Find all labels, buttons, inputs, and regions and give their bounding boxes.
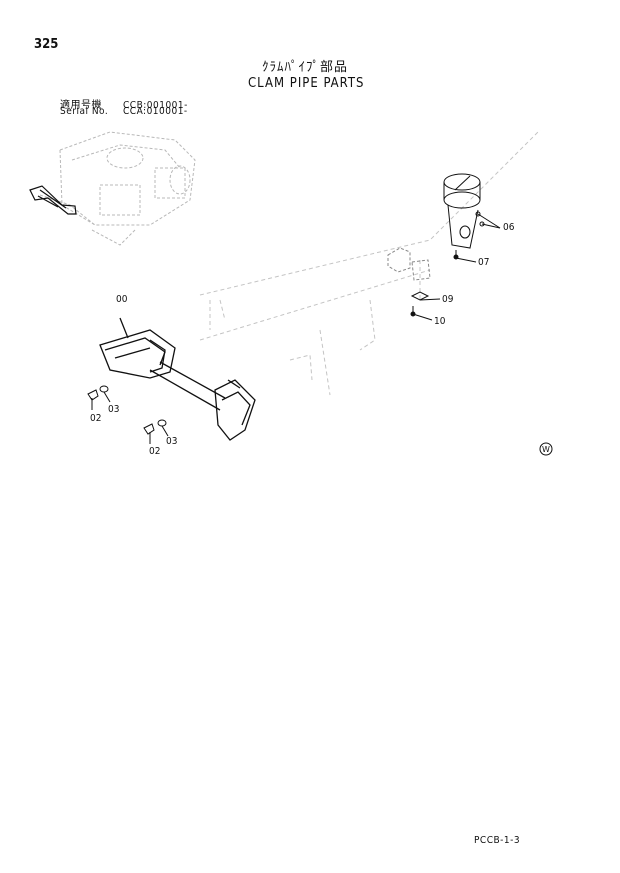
- machine-overview-ghost: [39, 131, 196, 246]
- callout-02: 02: [90, 413, 102, 424]
- w-mark: W: [539, 442, 553, 456]
- frame-ghost: [199, 129, 541, 396]
- callout-09: 09: [442, 294, 454, 305]
- w-mark-label: W: [542, 445, 550, 454]
- serial-label: 適用号機: [60, 100, 102, 111]
- rotary-joint: [443, 173, 501, 263]
- callout-10: 10: [434, 316, 446, 327]
- callout-02: 02: [149, 446, 161, 457]
- clam-pipe-part: [99, 317, 256, 441]
- footer-code: PCCB-1-3: [474, 835, 521, 846]
- serial-label: Serial No.: [60, 106, 109, 117]
- serial-value: CCB:001001-: [123, 100, 188, 111]
- callout-03: 03: [166, 436, 178, 447]
- callout-06: 06: [503, 222, 515, 233]
- bolt-washer-right: [143, 419, 169, 444]
- callout-03: 03: [108, 404, 120, 415]
- serial-row: Serial No. CCA:010001-: [60, 106, 188, 117]
- page-title-japanese: ｸﾗﾑﾊﾟｲﾌﾟ部品: [262, 60, 349, 75]
- page-title: CLAM PIPE PARTS: [248, 76, 365, 91]
- bracket-assembly: [387, 247, 441, 321]
- highlighted-clam-pipe-small: [29, 185, 77, 215]
- bolt-washer-left: [87, 385, 111, 410]
- callout-07: 07: [478, 257, 490, 268]
- callout-00: 00: [116, 294, 128, 305]
- serial-value: CCA:010001-: [123, 106, 188, 117]
- serial-row: 適用号機 CCB:001001-: [60, 96, 188, 111]
- page-number: 325: [34, 37, 59, 52]
